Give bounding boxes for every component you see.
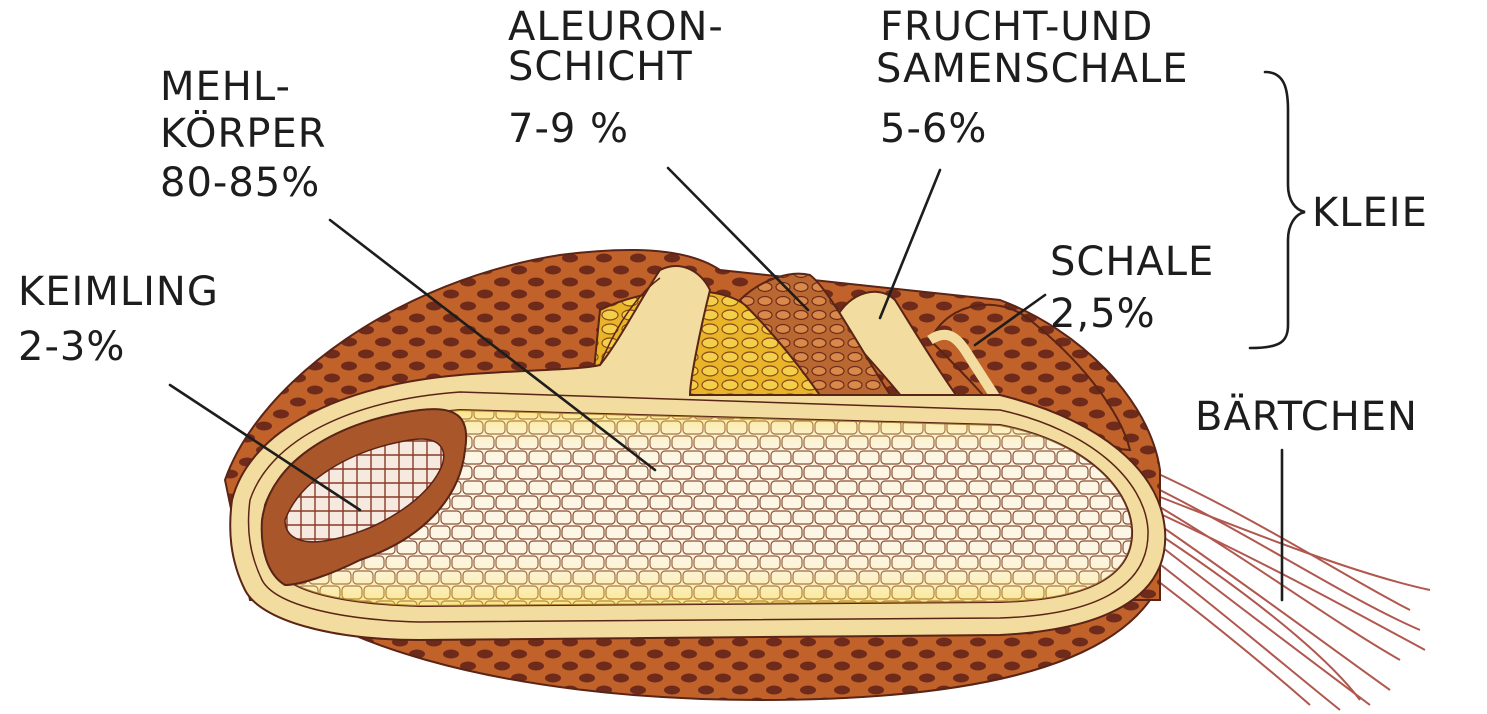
label-baertchen: BÄRTCHEN [1195,392,1418,440]
label-aleuron-line2: SCHICHT [508,44,693,90]
label-frucht-line1: FRUCHT-UND [880,4,1153,50]
label-aleuron-pct: 7-9 % [508,106,629,152]
label-kleie: KLEIE [1312,190,1428,236]
label-schale-line1: SCHALE [1050,239,1214,285]
label-schale-pct: 2,5% [1050,291,1156,337]
label-frucht-line2: SAMENSCHALE [876,46,1189,92]
label-mehlkoerper-line2: KÖRPER [160,109,327,157]
label-keimling-pct: 2-3% [18,324,125,370]
label-mehlkoerper-pct: 80-85% [160,160,320,206]
label-mehlkoerper-line1: MEHL- [160,64,291,110]
label-keimling-line1: KEIMLING [18,269,219,315]
kleie-brace [1250,72,1305,348]
hairs [1130,470,1430,710]
label-frucht-pct: 5-6% [880,106,987,152]
